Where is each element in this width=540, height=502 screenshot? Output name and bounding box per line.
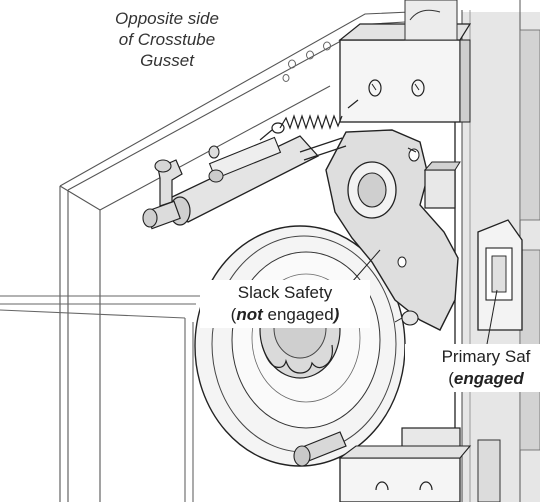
opposite-side-line3: Gusset <box>140 51 194 70</box>
crosstube-gusset <box>59 11 411 502</box>
primary-safety-title: Primary Saf <box>441 347 531 366</box>
actuator-cylinder <box>142 135 347 230</box>
opposite-side-line2: of Crosstube <box>118 30 216 49</box>
lower-bracket <box>338 427 501 502</box>
guide-block <box>423 161 461 209</box>
slack-engaged-word: engaged <box>262 305 334 324</box>
opposite-side-callout: Opposite side of Crosstube Gusset <box>92 8 242 71</box>
slack-safety-status: (not engaged) <box>206 304 364 326</box>
primary-safety-status: (engaged <box>411 368 540 390</box>
slack-open-paren: ( <box>230 305 237 324</box>
slack-safety-callout: Slack Safety (not engaged) <box>200 280 370 328</box>
stop-pin <box>394 310 419 326</box>
spring <box>259 99 359 141</box>
crosstube-rod <box>0 295 200 502</box>
primary-safety-callout: Primary Saf (engaged <box>405 344 540 392</box>
opposite-side-line1: Opposite side <box>115 9 219 28</box>
upper-bracket <box>338 0 472 123</box>
slack-close-paren: ) <box>333 305 340 324</box>
primary-engaged-word: engaged <box>453 369 524 388</box>
slack-not-word: not <box>236 305 263 324</box>
gusset-holes <box>282 41 331 82</box>
primary-open-paren: ( <box>448 369 454 388</box>
primary-safety-wedge <box>477 219 523 331</box>
slack-safety-title: Slack Safety <box>237 283 333 302</box>
frame-plate <box>454 0 540 502</box>
lower-bolt <box>293 431 347 467</box>
